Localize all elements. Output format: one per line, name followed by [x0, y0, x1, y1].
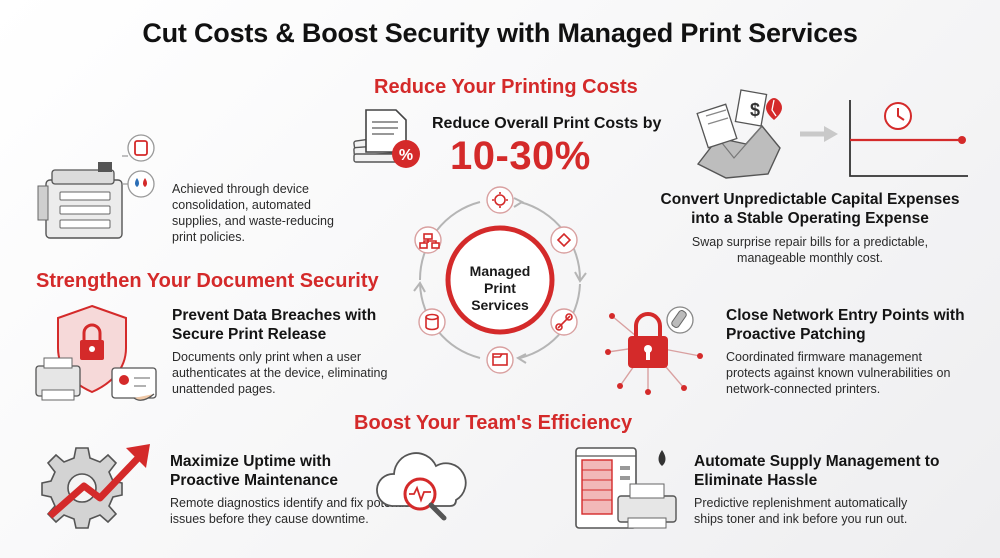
- hub-label-line-2: Print: [484, 280, 516, 296]
- savings-range: 10-30%: [450, 134, 591, 178]
- hub-label: Managed Print Services: [450, 263, 550, 314]
- svg-text:%: %: [399, 147, 413, 164]
- hub-label-line-1: Managed: [469, 263, 531, 279]
- secure-release-icon: [35, 304, 157, 401]
- supply-body: Predictive replenishment automatically s…: [694, 496, 908, 526]
- gear-growth-icon: [41, 444, 150, 529]
- savings-headline: Reduce Overall Print Costs by: [432, 115, 662, 132]
- printer-consolidation-icon: [37, 134, 155, 239]
- stable-cost-chart-icon: [849, 100, 968, 177]
- savings-detail: Achieved through device consolidation, a…: [172, 182, 334, 244]
- hub-diagram: [413, 186, 587, 374]
- svg-text:$: $: [750, 100, 760, 120]
- section-title-costs: Reduce Your Printing Costs: [374, 76, 638, 98]
- uptime-body: Remote diagnostics identify and fix pote…: [170, 496, 414, 526]
- supply-automation-icon: [575, 447, 677, 529]
- unpredictable-bills-icon: $: [696, 89, 782, 179]
- capex-headline: Convert Unpredictable Capital Expenses i…: [660, 191, 960, 227]
- section-title-security: Strengthen Your Document Security: [36, 270, 379, 292]
- supply-headline: Automate Supply Management to Eliminate …: [694, 453, 940, 489]
- cost-document-icon: %: [353, 109, 420, 168]
- secure-release-headline: Prevent Data Breaches with Secure Print …: [172, 307, 377, 343]
- hub-label-line-3: Services: [471, 297, 529, 313]
- section-title-efficiency: Boost Your Team's Efficiency: [354, 412, 633, 434]
- capex-body: Swap surprise repair bills for a predict…: [691, 235, 929, 265]
- patching-body: Coordinated firmware management protects…: [726, 350, 951, 396]
- secure-release-body: Documents only print when a user authent…: [172, 350, 388, 396]
- patching-headline: Close Network Entry Points with Proactiv…: [726, 307, 965, 343]
- network-lock-icon: [605, 306, 703, 395]
- cloud-diagnostics-icon: [376, 452, 467, 521]
- arrow-right-icon: [800, 126, 838, 142]
- page-title: Cut Costs & Boost Security with Managed …: [142, 18, 858, 48]
- uptime-headline: Maximize Uptime with Proactive Maintenan…: [170, 453, 338, 489]
